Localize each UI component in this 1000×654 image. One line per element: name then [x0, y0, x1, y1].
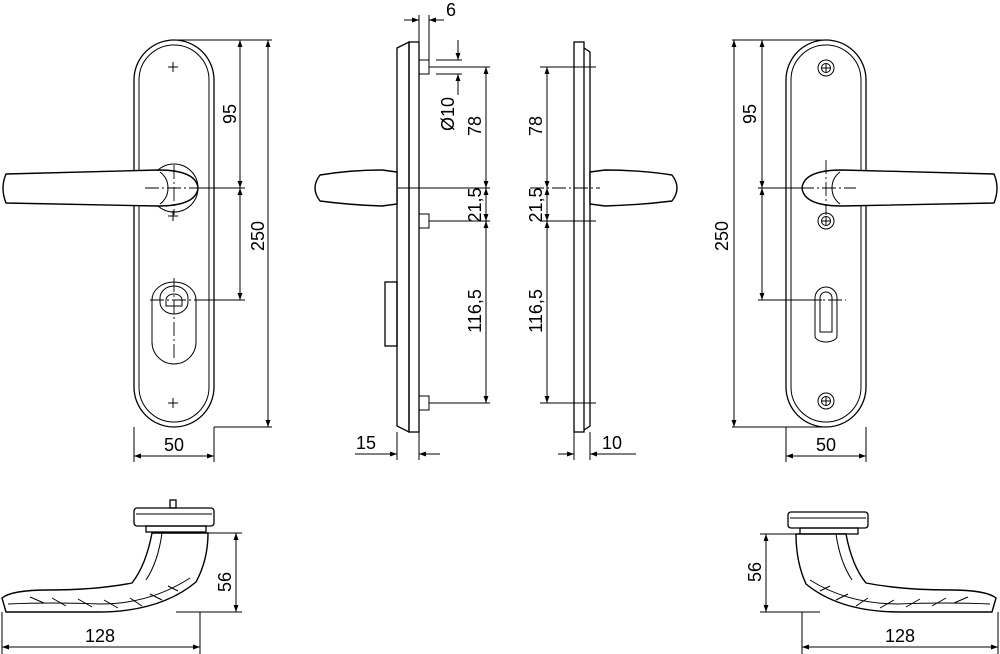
- dim-front-right-250: 250: [712, 221, 732, 251]
- dim-front-left-95: 95: [220, 104, 240, 124]
- dim-front-right-95: 95: [740, 104, 760, 124]
- dim-top-right-56: 56: [745, 562, 765, 582]
- dim-front-left-50: 50: [164, 435, 184, 455]
- dim-side-left-21-5: 21,5: [465, 187, 485, 222]
- dim-side-right-10: 10: [602, 433, 622, 453]
- dim-top-right-128: 128: [885, 626, 915, 646]
- dim-side-right-116-5: 116,5: [526, 289, 546, 333]
- dim-side-right-21-5: 21,5: [526, 187, 546, 222]
- dim-side-left-116-5: 116,5: [465, 289, 485, 333]
- side-view-right: 78 21,5 116,5 10: [526, 41, 678, 460]
- dim-side-left-15: 15: [356, 433, 376, 453]
- dim-top-left-128: 128: [85, 626, 115, 646]
- screw-bottom: [817, 392, 835, 410]
- dim-side-right-78: 78: [526, 116, 546, 136]
- screw-mid: [817, 212, 835, 230]
- dim-pin-6: 6: [446, 0, 456, 20]
- dim-top-left-56: 56: [215, 572, 235, 592]
- top-view-left: 56 128: [1, 499, 242, 654]
- dim-front-left-250: 250: [248, 221, 268, 251]
- top-view-right: 56 128: [745, 511, 999, 654]
- front-view-inside: 95 250 50: [712, 39, 998, 462]
- dim-side-left-78: 78: [465, 116, 485, 136]
- dim-front-right-50: 50: [816, 435, 836, 455]
- dim-pin-dia: Ø10: [438, 97, 458, 131]
- screw-top: [817, 59, 835, 77]
- side-view-left: 6 Ø10 78 21,5 116,5 15: [314, 0, 490, 460]
- front-view-outside: 95 250 50: [2, 39, 272, 462]
